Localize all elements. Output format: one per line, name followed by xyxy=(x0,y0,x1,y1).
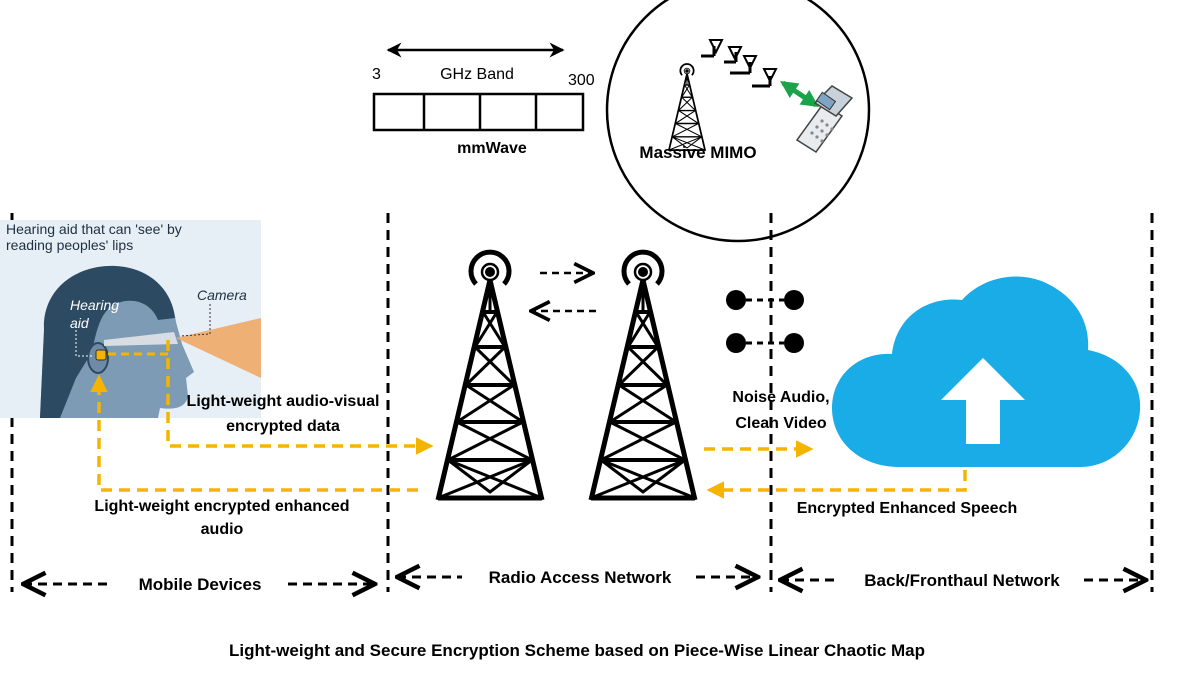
cloud-server-icon xyxy=(832,276,1141,467)
diagram-caption: Light-weight and Secure Encryption Schem… xyxy=(229,641,925,660)
band-label: GHz Band xyxy=(440,66,514,83)
band-low-label: 3 xyxy=(372,66,381,83)
to-cloud-label-line2: Clean Video xyxy=(735,415,827,432)
inset-hearing-label-line1: Hearing xyxy=(70,297,119,313)
inset-hearing-label-line2: aid xyxy=(70,315,90,331)
massive-mimo: Massive MIMO xyxy=(605,0,871,243)
node-dot xyxy=(784,290,804,310)
uplink-flow-arrow xyxy=(166,340,434,455)
band-high-label: 300 xyxy=(568,72,595,89)
from-cloud-flow-arrow xyxy=(706,470,967,499)
uplink-label-line2: encrypted data xyxy=(226,418,340,435)
hearing-aid-inset: Hearing aid that can 'see' by reading pe… xyxy=(0,220,261,418)
downlink-label-line1: Light-weight encrypted enhanced xyxy=(94,498,349,515)
network-nodes xyxy=(726,290,804,353)
downlink-label-line2: audio xyxy=(201,521,244,538)
inset-camera-label: Camera xyxy=(197,287,247,303)
camera-beam xyxy=(176,318,261,378)
hearing-aid-device xyxy=(95,349,107,361)
node-dot xyxy=(726,290,746,310)
band-spectrum-box xyxy=(372,92,585,132)
mimo-link-arrow xyxy=(780,80,819,108)
inset-caption-line2: reading peoples' lips xyxy=(6,237,133,253)
inter-tower-arrows xyxy=(531,273,596,311)
section-label-backhaul: Back/Fronthaul Network xyxy=(864,571,1060,590)
section-label-mobile: Mobile Devices xyxy=(139,575,262,594)
section-label-ran: Radio Access Network xyxy=(489,568,672,587)
mimo-label: Massive MIMO xyxy=(639,143,756,162)
mmwave-band: 3 GHz Band 300 mmWave xyxy=(372,42,595,157)
from-cloud-label: Encrypted Enhanced Speech xyxy=(797,500,1018,517)
base-station-tower-right xyxy=(591,252,695,500)
upload-arrow-icon xyxy=(941,358,1025,444)
glasses-frame xyxy=(104,332,178,346)
section-extents xyxy=(23,577,1146,584)
data-flows xyxy=(90,340,967,499)
mimo-antenna-array-icon xyxy=(701,39,778,88)
hair xyxy=(40,265,175,418)
mobile-phone-icon xyxy=(795,85,854,154)
band-name: mmWave xyxy=(457,140,527,157)
uplink-label-line1: Light-weight audio-visual xyxy=(187,393,380,410)
node-dot xyxy=(784,333,804,353)
node-dot xyxy=(726,333,746,353)
to-cloud-label-line1: Noise Audio, xyxy=(732,389,829,406)
base-station-tower-left xyxy=(438,252,542,500)
mimo-circle xyxy=(605,0,871,243)
inset-caption-line1: Hearing aid that can 'see' by xyxy=(6,221,182,237)
